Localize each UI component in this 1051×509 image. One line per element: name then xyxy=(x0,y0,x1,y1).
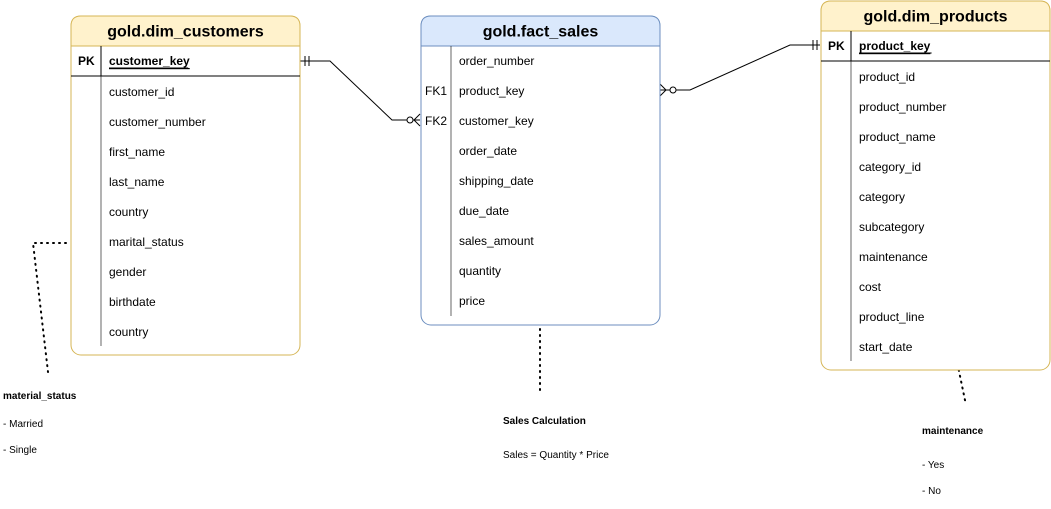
field-customer-number: customer_number xyxy=(109,115,206,129)
field-first-name: first_name xyxy=(109,145,165,159)
relationship-customers-sales xyxy=(300,56,421,127)
field-birthdate: birthdate xyxy=(109,295,156,309)
field-product-line: product_line xyxy=(859,310,925,324)
field-subcategory: subcategory xyxy=(859,220,924,234)
field-sales-amount: sales_amount xyxy=(459,234,534,248)
maintenance-note: maintenance - Yes - No xyxy=(922,426,983,498)
field-product-key: product_key xyxy=(459,84,524,98)
relationship-products-sales xyxy=(659,40,820,97)
entity-header xyxy=(420,15,661,47)
sales-note-formula: Sales = Quantity * Price xyxy=(503,450,609,461)
field-maintenance: maintenance xyxy=(859,250,928,264)
pk-label: PK xyxy=(78,54,95,68)
field-due-date: due_date xyxy=(459,204,509,218)
entity-box xyxy=(420,15,661,326)
maintenance-note-title: maintenance xyxy=(922,426,984,437)
field-gender: gender xyxy=(109,265,146,279)
fk-label: FK2 xyxy=(425,114,447,128)
entity-header xyxy=(70,15,301,47)
field-customer-id: customer_id xyxy=(109,85,174,99)
maintenance-note-line: - No xyxy=(922,486,941,497)
field-marital-status: marital_status xyxy=(109,235,184,249)
entity-title: gold.dim_products xyxy=(864,9,1008,26)
field-category-id: category_id xyxy=(859,160,921,174)
field-start-date: start_date xyxy=(859,340,913,354)
field-order-date: order_date xyxy=(459,144,517,158)
field-order-number: order_number xyxy=(459,54,534,68)
field-shipping-date: shipping_date xyxy=(459,174,534,188)
entity-header xyxy=(820,0,1051,32)
pk-field: product_key xyxy=(859,39,931,53)
entity-box xyxy=(820,0,1051,371)
field-quantity: quantity xyxy=(459,264,501,278)
field-country: country xyxy=(109,325,148,339)
entity-title: gold.dim_customers xyxy=(107,24,264,41)
field-price: price xyxy=(459,294,485,308)
field-last-name: last_name xyxy=(109,175,165,189)
marital-note-connector xyxy=(31,242,67,373)
entity-title: gold.fact_sales xyxy=(483,24,599,41)
pk-field: customer_key xyxy=(109,54,190,68)
marital-note-line: - Single xyxy=(3,445,37,456)
field-customer-key: customer_key xyxy=(459,114,534,128)
marital-note-line: - Married xyxy=(3,419,44,430)
field-cost: cost xyxy=(859,280,882,294)
fk-label: FK1 xyxy=(425,84,447,98)
field-category: category xyxy=(859,190,905,204)
sales-calculation-note: Sales Calculation Sales = Quantity * Pri… xyxy=(503,416,609,462)
marital-note-title: material_status xyxy=(3,391,77,402)
field-country: country xyxy=(109,205,148,219)
field-product-name: product_name xyxy=(859,130,936,144)
sales-note-title: Sales Calculation xyxy=(503,416,586,427)
marital-status-note: material_status - Married - Single xyxy=(3,391,76,457)
field-product-id: product_id xyxy=(859,70,915,84)
maintenance-note-connector xyxy=(937,269,967,406)
pk-label: PK xyxy=(828,39,845,53)
maintenance-note-line: - Yes xyxy=(922,460,945,471)
field-product-number: product_number xyxy=(859,100,946,114)
